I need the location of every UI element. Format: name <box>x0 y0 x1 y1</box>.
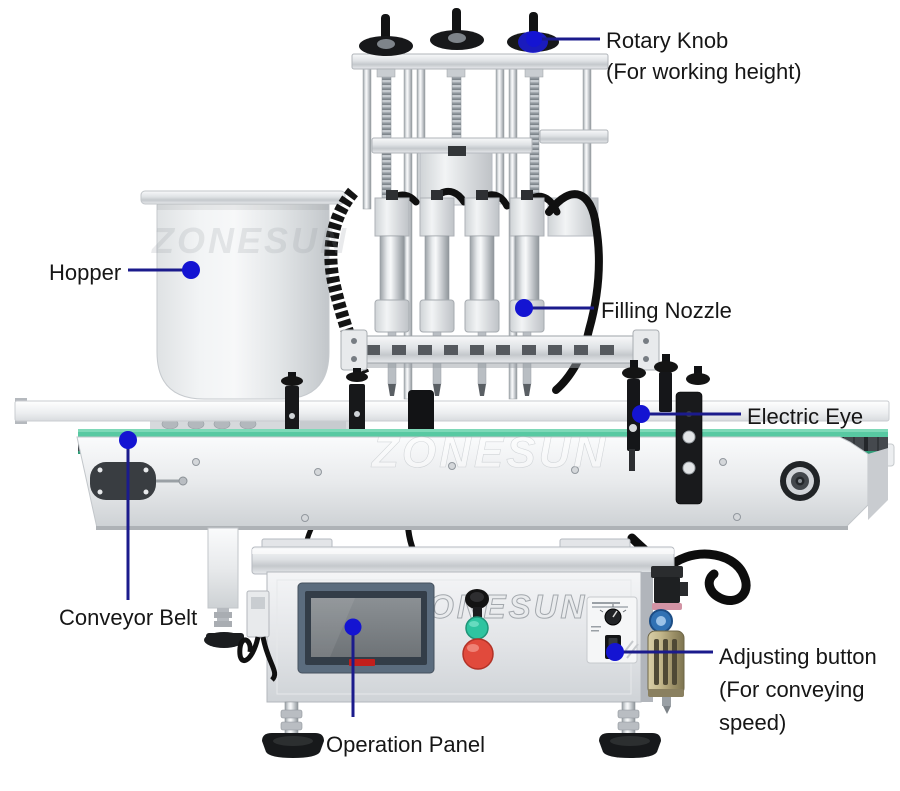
marker-hopper <box>182 261 200 279</box>
hmi-logo <box>349 659 375 666</box>
marker-electric-eye <box>632 405 650 423</box>
callout-electric-eye: Electric Eye <box>747 404 864 429</box>
motor-plate <box>90 462 156 500</box>
callout-filling-nozzle: Filling Nozzle <box>601 298 732 323</box>
marker-filling-nozzle <box>515 299 533 317</box>
left-connector-box <box>237 590 278 682</box>
conveyor-support-leg <box>204 527 244 648</box>
air-hose <box>661 549 751 605</box>
end-roller <box>780 461 820 501</box>
leveling-foot-right <box>598 701 662 759</box>
callout-rotary-knob: Rotary Knob (For working height) <box>606 28 802 84</box>
nozzle-cylinders <box>374 235 545 396</box>
marker-conveyor-belt <box>119 431 137 449</box>
rotary-knob-2 <box>430 8 484 50</box>
touchscreen <box>311 598 421 657</box>
callout-operation-panel: Operation Panel <box>326 732 485 757</box>
filling-nozzle-bank <box>340 190 660 396</box>
leader-lines <box>126 37 741 717</box>
cable-drag-chain <box>324 187 370 377</box>
air-filter-regulator <box>647 566 688 714</box>
leveling-foot <box>262 701 324 758</box>
start-button <box>465 616 489 640</box>
operation-panel-screen <box>297 582 435 674</box>
marker-operation-panel <box>344 618 362 636</box>
nozzle-heads <box>374 190 545 237</box>
watermark-middle: ZONESUN <box>370 428 608 477</box>
marker-adjusting-button <box>606 643 624 661</box>
conveyor-assembly <box>76 429 888 648</box>
base-cabinet: ZONESUN <box>237 533 751 759</box>
belt-green-edge <box>78 429 888 437</box>
callout-adjusting-button: Adjusting button (For conveying speed) <box>719 644 877 735</box>
nozzle-mounting-bar <box>340 329 660 371</box>
key-switch <box>465 589 489 619</box>
marker-dots <box>119 31 650 661</box>
rotary-knob-1 <box>359 14 413 56</box>
stop-button <box>462 638 494 670</box>
electric-eye-sensor <box>629 449 635 471</box>
callout-hopper: Hopper <box>49 260 122 285</box>
callout-conveyor-belt: Conveyor Belt <box>59 605 198 630</box>
watermark-upper: ZONESUN <box>151 220 349 261</box>
electric-eye-assembly <box>622 354 710 505</box>
marker-rotary-knob <box>526 31 542 47</box>
